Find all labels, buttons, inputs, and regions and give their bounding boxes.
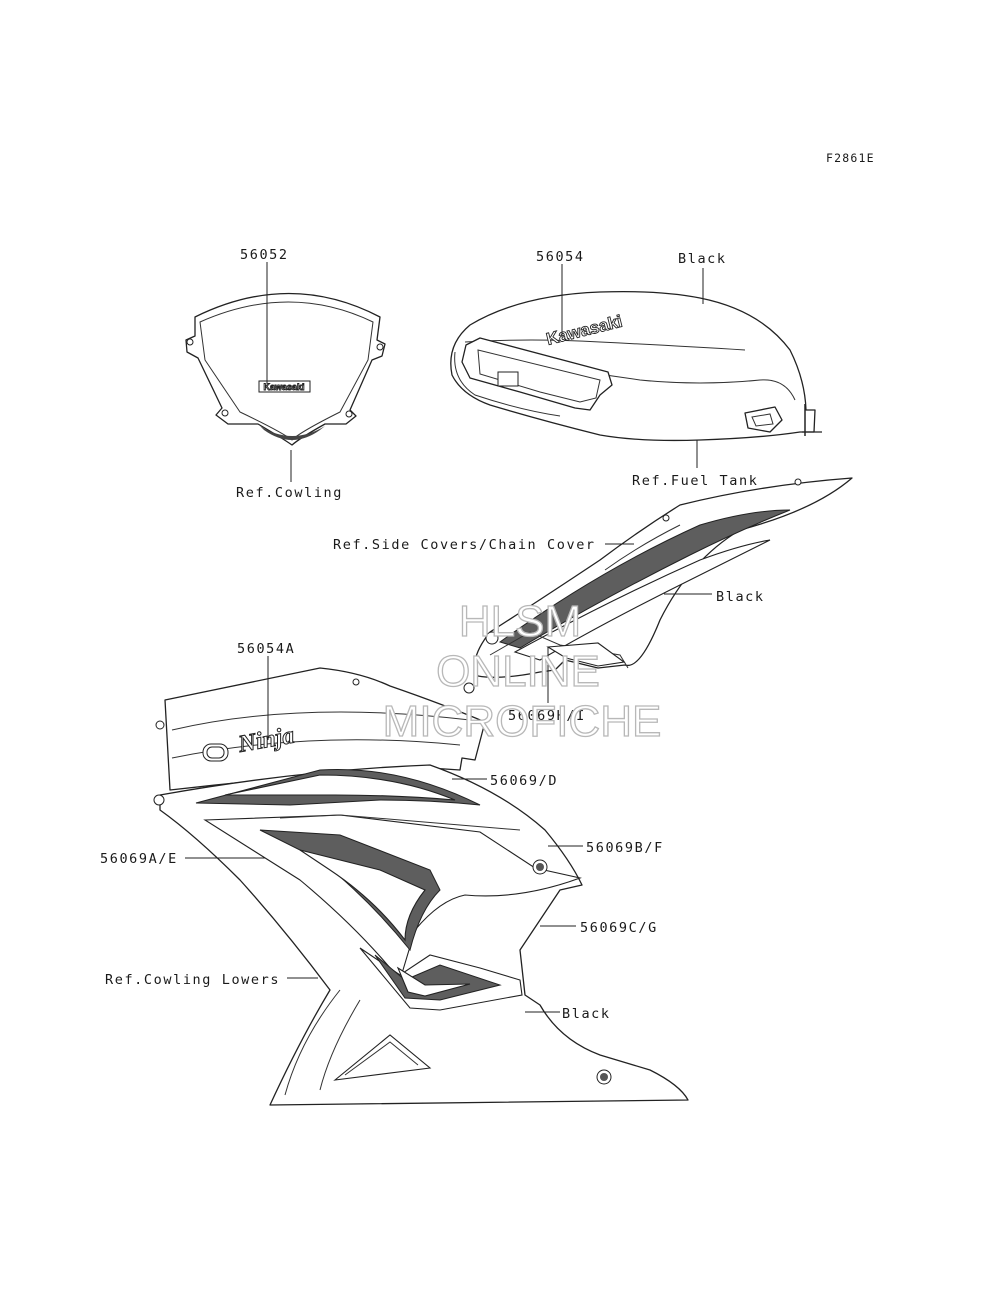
kawasaki-logo-windshield: Kawasaki [263, 382, 304, 392]
label-56069HI: 56069H/I [508, 708, 586, 724]
label-black-side: Black [716, 589, 765, 605]
fuel-tank-drawing [450, 290, 822, 442]
label-56069D: 56069/D [490, 773, 558, 789]
label-black-lower: Black [562, 1006, 611, 1022]
cowling-lower-drawing [153, 667, 689, 1106]
watermark-line2: ONLINE [436, 647, 600, 696]
side-cover-drawing [463, 477, 853, 694]
label-56054A: 56054A [237, 641, 295, 657]
watermark: HLSM ONLINE MICROFICHE [382, 596, 662, 746]
label-56069CG: 56069C/G [580, 920, 658, 936]
windshield-decal: Kawasaki [258, 380, 311, 393]
label-ref-side-covers: Ref.Side Covers/Chain Cover [333, 537, 596, 553]
label-ref-fuel-tank: Ref.Fuel Tank [632, 473, 758, 489]
watermark-line3: MICROFICHE [383, 697, 662, 746]
label-ref-cowling-lowers: Ref.Cowling Lowers [105, 972, 280, 988]
label-56054: 56054 [536, 249, 585, 265]
watermark-line1: HLSM [459, 597, 581, 646]
label-black-tank: Black [678, 251, 727, 267]
windshield-drawing [185, 292, 386, 446]
label-56052: 56052 [240, 247, 289, 263]
figure-code: F2861E [826, 151, 875, 165]
label-ref-cowling: Ref.Cowling [236, 485, 343, 501]
label-56069BF: 56069B/F [586, 840, 664, 856]
label-56069AE: 56069A/E [100, 851, 178, 867]
